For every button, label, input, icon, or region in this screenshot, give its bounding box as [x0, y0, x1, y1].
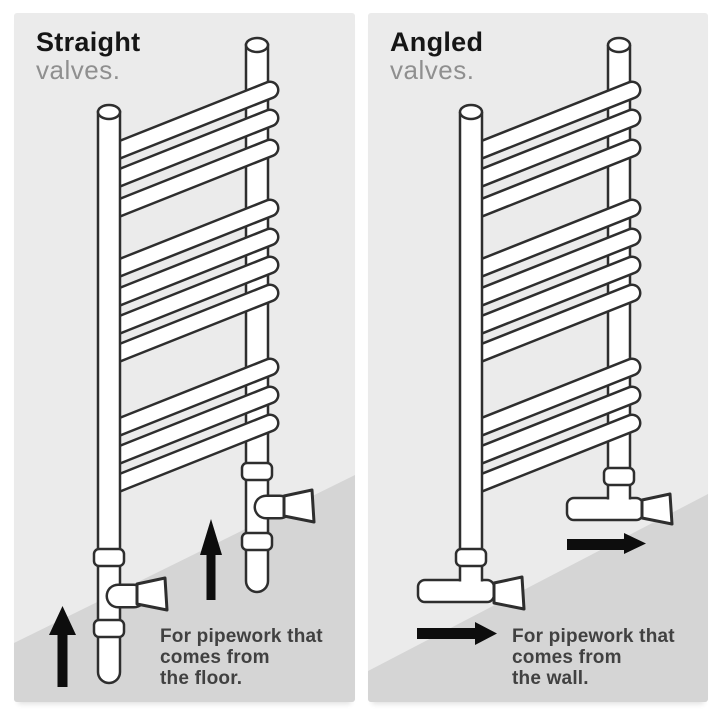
valve-collar [240, 531, 274, 552]
radiator-right-pipe [244, 36, 270, 594]
radiator-rung [107, 360, 277, 436]
caption-line: For pipework that [160, 626, 323, 647]
caption-wall-pipework: For pipework that comes from the wall. [512, 626, 675, 689]
right-arrow-icon [417, 622, 497, 645]
panel-subtitle: valves. [390, 55, 475, 85]
up-arrow-icon [200, 519, 222, 600]
caption-line: For pipework that [512, 626, 675, 647]
radiator-rung [107, 230, 277, 306]
straight-valves-diagram [14, 36, 355, 702]
angled-valves-diagram [368, 36, 708, 702]
angled-valve-body [565, 496, 645, 522]
valve-knob [640, 492, 674, 526]
right-arrow-icon [567, 533, 646, 554]
panel-subtitle: valves. [36, 55, 121, 85]
radiator-rung [469, 258, 639, 334]
radiator-rung [469, 83, 639, 159]
valve-collar [92, 618, 126, 639]
pipe-top-opening [96, 103, 122, 121]
radiator-rungs [104, 80, 280, 495]
valve-knob [282, 488, 316, 524]
radiator-rung [469, 286, 639, 362]
radiator-with-angled-valves [416, 36, 674, 611]
caption-floor-pipework: For pipework that comes from the floor. [160, 626, 323, 689]
up-arrow-icon [49, 606, 76, 687]
panel-angled-valves: Angled valves. [368, 13, 708, 702]
radiator-rung [107, 141, 277, 217]
panel-title: Angled [390, 27, 484, 57]
valve-knob [492, 575, 526, 611]
panel-title: Straight [36, 27, 141, 57]
radiator-rung [469, 230, 639, 306]
radiator-rungs [466, 80, 642, 495]
panel-heading: Straight valves. [36, 28, 140, 84]
straight-valve-left [92, 547, 169, 639]
radiator-rung [107, 286, 277, 362]
caption-line: the floor. [160, 668, 243, 689]
caption-line: comes from [160, 647, 270, 668]
valve-knob [135, 576, 169, 612]
radiator-rung [107, 258, 277, 334]
radiator-rung [107, 111, 277, 187]
radiator-rung [469, 141, 639, 217]
straight-valve-right [240, 461, 316, 552]
radiator-rung [107, 416, 277, 492]
radiator-rung [107, 83, 277, 159]
valve-collar [454, 547, 488, 568]
valve-collar [240, 461, 274, 482]
caption-line: the wall. [512, 668, 589, 689]
radiator-rung [469, 360, 639, 436]
radiator-rung [469, 111, 639, 187]
pipe-top-opening [244, 36, 270, 54]
radiator-rung [107, 388, 277, 464]
panel-heading: Angled valves. [390, 28, 483, 84]
pipe-top-opening [458, 103, 484, 121]
radiator-rung [469, 388, 639, 464]
radiator-left-pipe [96, 103, 122, 685]
radiator-rung [469, 201, 639, 277]
caption-line: comes from [512, 647, 622, 668]
valve-collar [602, 466, 636, 487]
pipe-top-opening [606, 36, 632, 54]
radiator-rung [469, 416, 639, 492]
valve-collar [92, 547, 126, 568]
panel-straight-valves: Straight valves. [14, 13, 355, 702]
angled-valve-body [416, 578, 496, 604]
radiator-left-pipe [458, 103, 484, 592]
radiator-rung [107, 201, 277, 277]
